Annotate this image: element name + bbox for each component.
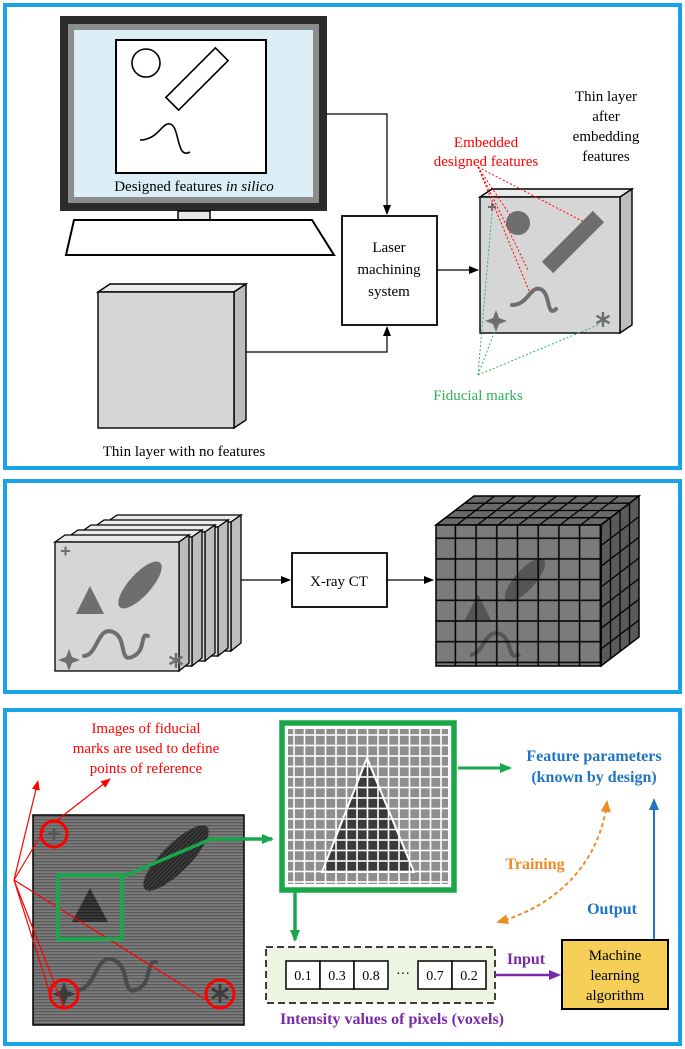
monitor-caption: Designed features in silico — [114, 179, 274, 195]
embedded-leaders — [477, 166, 585, 294]
thin-layer-no-features-label: Thin layer with no features — [103, 444, 266, 460]
monitor: Designed features in silico — [60, 16, 336, 256]
laser-box-line-2: machining — [357, 262, 421, 278]
thin-after-line-4: features — [582, 149, 630, 165]
feature-params-line-2: (known by design) — [531, 769, 656, 786]
thin-layer-blank — [95, 282, 249, 430]
ml-box-line-2: learning — [590, 968, 640, 984]
embedded-label-line-1: Embedded — [454, 135, 519, 151]
arrow-layer-to-laser — [246, 326, 391, 353]
intensity-values-row: 0.1 0.3 0.8 ··· 0.7 0.2 — [265, 946, 496, 1004]
output-label: Output — [587, 901, 637, 918]
fiducial-leaders — [477, 211, 601, 376]
intensity-ellipsis: ··· — [396, 967, 410, 982]
ml-algorithm-box — [561, 939, 669, 1010]
zoom-region-box — [56, 873, 124, 941]
intensity-caption: Intensity values of pixels (voxels) — [280, 1011, 504, 1028]
thin-layer-embedded — [477, 187, 635, 335]
intensity-value: 0.2 — [460, 969, 478, 984]
fiducial-star6-icon — [595, 312, 611, 327]
arrow-monitor-to-laser — [327, 113, 391, 215]
stacked-layers — [52, 513, 244, 673]
fiducial-plus-icon — [48, 828, 60, 840]
laser-box-line-1: Laser — [372, 240, 405, 256]
panel-3-border — [3, 708, 682, 1046]
panel-2-border — [3, 479, 682, 694]
fiducial-note-line-3: points of reference — [90, 761, 203, 777]
training-label: Training — [505, 856, 564, 873]
intensity-value: 0.3 — [328, 969, 346, 984]
thin-after-line-3: embedding — [573, 129, 640, 145]
intensity-value: 0.8 — [362, 969, 380, 984]
intensity-value: 0.1 — [294, 969, 312, 984]
panel-1-border — [3, 3, 682, 470]
zoomed-pixel-grid — [279, 720, 457, 893]
intensity-value: 0.7 — [426, 969, 444, 984]
xray-ct-label: X-ray CT — [310, 574, 368, 590]
fiducial-star6-icon — [168, 653, 184, 668]
ct-slice-image — [32, 814, 245, 1026]
zoom-arrow — [119, 834, 274, 880]
fiducial-plus-icon — [61, 546, 70, 556]
thin-after-line-2: after — [592, 109, 619, 125]
feature-params-line-1: Feature parameters — [526, 748, 661, 765]
fiducial-star4-icon — [58, 649, 80, 671]
fiducial-star6-icon — [211, 984, 229, 1003]
fiducial-highlight-star6 — [204, 978, 236, 1010]
fiducial-star4-icon — [485, 310, 507, 332]
embedded-label-line-2: designed features — [434, 154, 539, 170]
laser-box-line-3: system — [368, 284, 410, 300]
voxel-cube — [433, 494, 642, 668]
fiducial-note-line-1: Images of fiducial — [91, 721, 200, 737]
ml-box-line-3: algorithm — [586, 988, 645, 1004]
laser-machining-box — [341, 215, 438, 326]
thin-after-line-1: Thin layer — [575, 89, 637, 105]
ml-box-line-1: Machine — [589, 948, 642, 964]
fiducial-marks-label: Fiducial marks — [433, 388, 523, 404]
training-arrow — [496, 800, 611, 925]
fiducial-star4-icon — [52, 982, 76, 1006]
fiducial-plus-icon — [488, 203, 496, 211]
input-label: Input — [507, 951, 546, 968]
fiducial-note-line-2: marks are used to define — [73, 741, 220, 757]
